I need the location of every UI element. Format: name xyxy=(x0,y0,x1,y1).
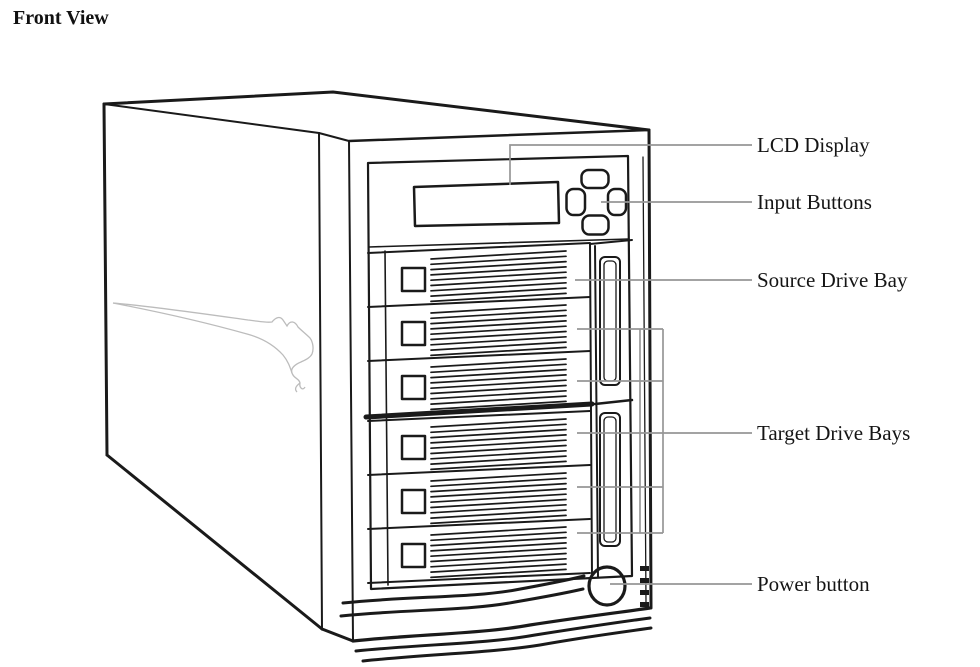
drive-bays xyxy=(363,239,634,586)
bay-eject-button[interactable] xyxy=(400,374,427,401)
rail-slot-bottom xyxy=(599,412,621,547)
tower-outline xyxy=(102,90,653,663)
lcd-display-line xyxy=(509,144,752,185)
drive-bay xyxy=(367,242,591,303)
lcd-display xyxy=(412,180,561,228)
front-bezel xyxy=(366,154,634,591)
target-bays-bracket xyxy=(577,328,752,534)
down-button xyxy=(581,214,610,236)
power-button[interactable] xyxy=(587,565,649,607)
rail-slot-top xyxy=(599,256,621,386)
up-button xyxy=(580,168,610,190)
bay-eject-button[interactable] xyxy=(400,320,427,347)
drive-bay xyxy=(367,464,591,525)
drive-bay xyxy=(367,350,591,411)
left-button xyxy=(565,187,587,217)
bay-eject-button[interactable] xyxy=(400,488,427,515)
drive-bay xyxy=(367,410,591,471)
page-title: Front View xyxy=(13,7,109,29)
bay-eject-button[interactable] xyxy=(400,434,427,461)
callout-label-target-drive-bays: Target Drive Bays xyxy=(757,421,911,445)
callout-label-power-button: Power button xyxy=(757,572,870,596)
drive-bay xyxy=(367,518,591,579)
callout-lines xyxy=(509,144,752,585)
callout-label-lcd-display: LCD Display xyxy=(757,133,870,157)
callout-label-source-drive-bay: Source Drive Bay xyxy=(757,268,908,292)
bay-eject-button[interactable] xyxy=(400,266,427,293)
bay-eject-button[interactable] xyxy=(400,542,427,569)
callout-label-input-buttons: Input Buttons xyxy=(757,190,872,214)
kangaroo-logo-icon xyxy=(112,302,314,393)
drive-bay xyxy=(367,296,591,357)
